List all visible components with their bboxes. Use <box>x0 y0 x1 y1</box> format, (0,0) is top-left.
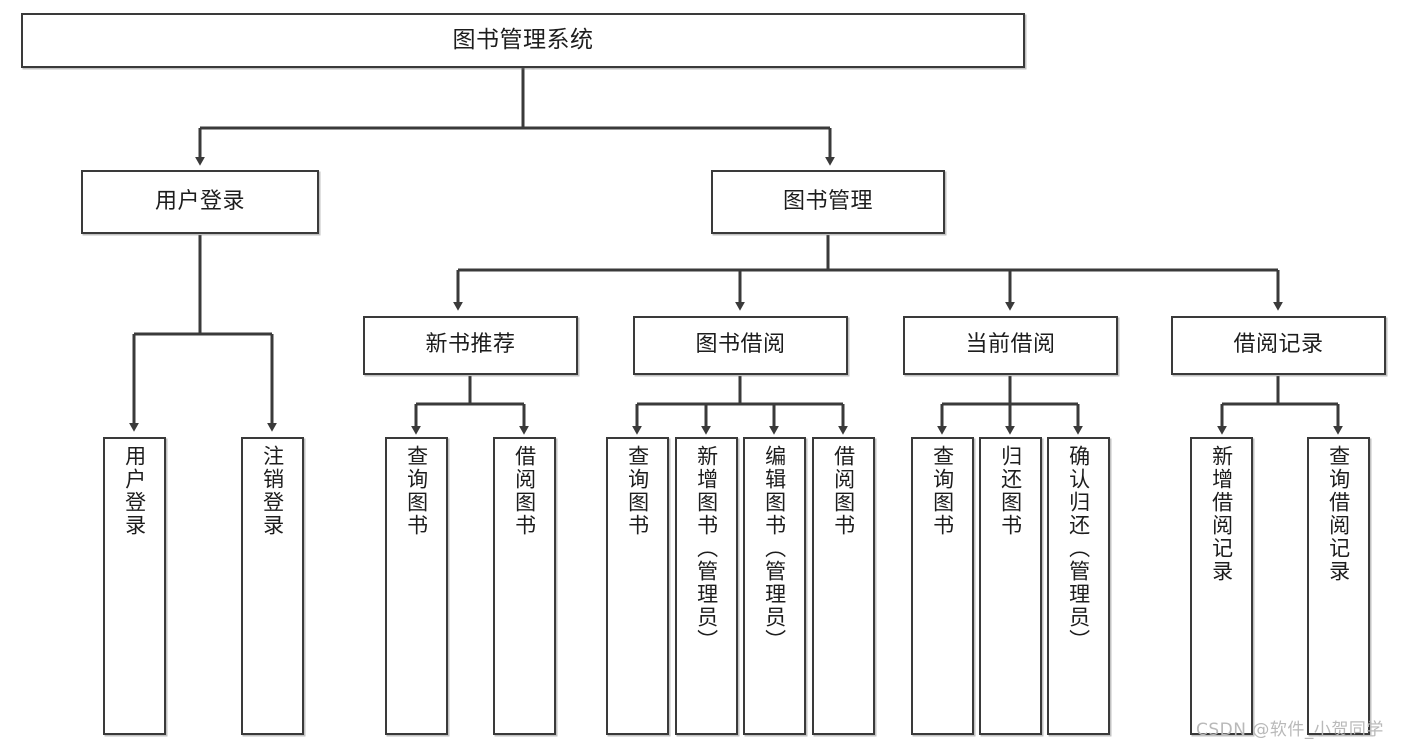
node-new-book-recommend-label: 新书推荐 <box>425 332 516 358</box>
node-leaf-borrow-borrow-label: 借阅图书 <box>831 445 856 537</box>
node-leaf-record-query-label: 查询借阅记录 <box>1326 445 1351 583</box>
node-leaf-current-return[interactable]: 归还图书 <box>979 437 1042 735</box>
node-book-management[interactable]: 图书管理 <box>711 170 945 234</box>
node-leaf-current-query[interactable]: 查询图书 <box>911 437 974 735</box>
node-user-login[interactable]: 用户登录 <box>81 170 319 234</box>
csdn-watermark: CSDN @软件_小贺同学 <box>1196 720 1384 740</box>
node-leaf-record-add[interactable]: 新增借阅记录 <box>1190 437 1253 735</box>
node-root-label: 图书管理系统 <box>452 27 594 54</box>
node-leaf-newbook-borrow[interactable]: 借阅图书 <box>493 437 556 735</box>
node-root-system[interactable]: 图书管理系统 <box>21 13 1025 68</box>
node-current-borrow-label: 当前借阅 <box>965 332 1056 358</box>
node-borrow-record[interactable]: 借阅记录 <box>1171 316 1386 375</box>
node-leaf-borrow-edit-label: 编辑图书（管理员） <box>762 445 787 652</box>
node-leaf-borrow-add-label: 新增图书（管理员） <box>694 445 719 652</box>
node-leaf-user-login[interactable]: 用户登录 <box>103 437 166 735</box>
node-leaf-borrow-query[interactable]: 查询图书 <box>606 437 669 735</box>
node-book-borrow[interactable]: 图书借阅 <box>633 316 848 375</box>
node-new-book-recommend[interactable]: 新书推荐 <box>363 316 578 375</box>
node-leaf-borrow-add[interactable]: 新增图书（管理员） <box>675 437 738 735</box>
node-leaf-current-query-label: 查询图书 <box>930 445 955 537</box>
node-leaf-newbook-query-label: 查询图书 <box>404 445 429 537</box>
node-leaf-user-login-label: 用户登录 <box>122 445 147 537</box>
node-leaf-current-confirm[interactable]: 确认归还（管理员） <box>1047 437 1110 735</box>
node-leaf-current-confirm-label: 确认归还（管理员） <box>1066 445 1091 652</box>
node-current-borrow[interactable]: 当前借阅 <box>903 316 1118 375</box>
node-leaf-newbook-borrow-label: 借阅图书 <box>512 445 537 537</box>
node-book-borrow-label: 图书借阅 <box>695 332 786 358</box>
node-leaf-user-logout-label: 注销登录 <box>260 445 285 537</box>
node-leaf-newbook-query[interactable]: 查询图书 <box>385 437 448 735</box>
node-user-login-label: 用户登录 <box>154 188 245 214</box>
node-book-management-label: 图书管理 <box>782 188 873 214</box>
node-leaf-record-add-label: 新增借阅记录 <box>1209 445 1234 583</box>
node-leaf-borrow-edit[interactable]: 编辑图书（管理员） <box>743 437 806 735</box>
node-leaf-borrow-query-label: 查询图书 <box>625 445 650 537</box>
node-leaf-record-query[interactable]: 查询借阅记录 <box>1307 437 1370 735</box>
node-leaf-user-logout[interactable]: 注销登录 <box>241 437 304 735</box>
node-leaf-current-return-label: 归还图书 <box>998 445 1023 537</box>
node-leaf-borrow-borrow[interactable]: 借阅图书 <box>812 437 875 735</box>
node-borrow-record-label: 借阅记录 <box>1233 332 1324 358</box>
